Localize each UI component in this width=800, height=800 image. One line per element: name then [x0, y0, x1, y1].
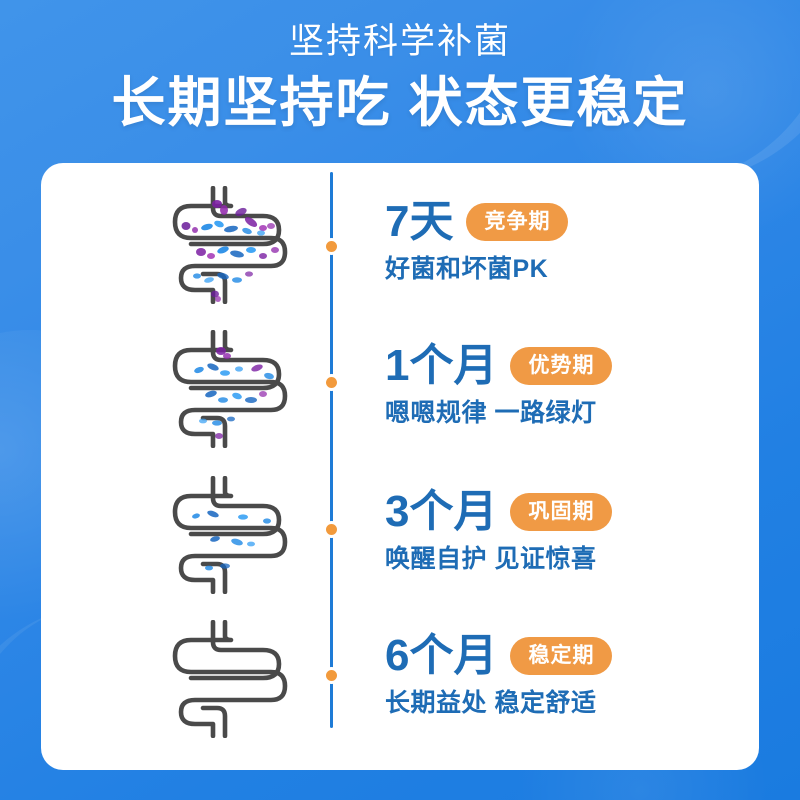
row-title-line: 3个月 巩固期: [385, 488, 745, 536]
bacteria-cluster: [192, 510, 271, 571]
row-title-line: 6个月 稳定期: [385, 632, 745, 680]
bacteria-cluster: [194, 347, 274, 439]
status-badge: 优势期: [510, 347, 613, 385]
row-subtitle: 嗯嗯规律 一路绿灯: [385, 399, 597, 427]
timeline-row: 7天 竞争期 好菌和坏菌PK: [41, 186, 759, 331]
bacteria-cluster: [181, 200, 279, 302]
row-text-block: 3个月 巩固期 唤醒自护 见证惊喜: [385, 488, 745, 575]
timeline-row: 6个月 稳定期 长期益处 稳定舒适: [41, 620, 759, 765]
timeline-dot-1: [323, 374, 340, 391]
intestine-icon: [151, 476, 311, 594]
row-text-block: 1个月 优势期 嗯嗯规律 一路绿灯: [385, 342, 745, 429]
content-card: [41, 163, 759, 770]
poster-header: 坚持科学补菌 长期坚持吃 状态更稳定: [0, 0, 800, 136]
row-subtitle: 唤醒自护 见证惊喜: [385, 545, 597, 573]
row-text-block: 7天 竞争期 好菌和坏菌PK: [385, 198, 745, 285]
timeline-dot-0: [323, 238, 340, 255]
header-subtitle: 坚持科学补菌: [288, 22, 511, 61]
intestine-icon: [151, 620, 311, 738]
timeline-dot-2: [323, 521, 340, 538]
row-subtitle: 好菌和坏菌PK: [385, 255, 549, 283]
intestine-icon: [151, 330, 311, 448]
duration-label: 3个月: [385, 487, 498, 536]
status-badge: 竞争期: [466, 203, 569, 241]
timeline-row: 1个月 优势期 嗯嗯规律 一路绿灯: [41, 330, 759, 475]
row-text-block: 6个月 稳定期 长期益处 稳定舒适: [385, 632, 745, 719]
duration-label: 1个月: [385, 341, 498, 390]
timeline-row: 3个月 巩固期 唤醒自护 见证惊喜: [41, 476, 759, 621]
duration-label: 6个月: [385, 631, 498, 680]
timeline-axis: [330, 172, 333, 728]
status-badge: 巩固期: [510, 493, 613, 531]
duration-label: 7天: [385, 197, 454, 246]
status-badge: 稳定期: [510, 637, 613, 675]
row-subtitle: 长期益处 稳定舒适: [385, 689, 597, 717]
timeline-dot-3: [323, 667, 340, 684]
intestine-icon: [151, 186, 311, 304]
row-title-line: 1个月 优势期: [385, 342, 745, 390]
page-title: 长期坚持吃 状态更稳定: [111, 73, 689, 133]
row-title-line: 7天 竞争期: [385, 198, 745, 246]
